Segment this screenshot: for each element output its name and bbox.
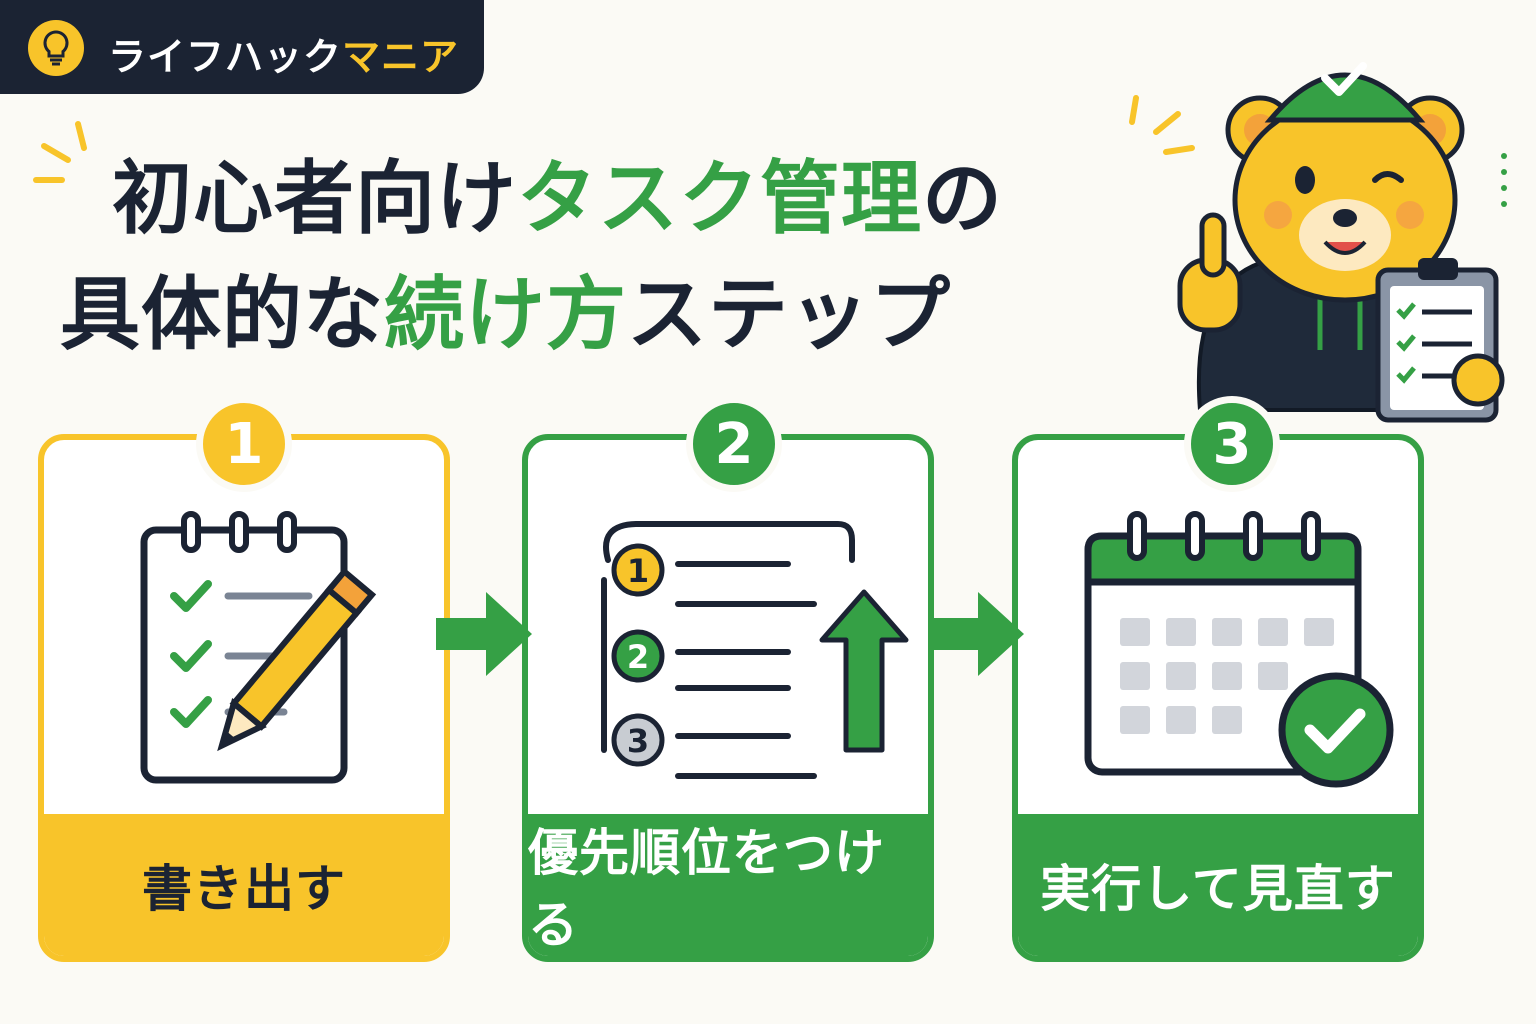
brand-name-part2: マニア [342, 35, 460, 79]
title-text: 具体的な [60, 268, 384, 361]
page-title-line2: 具体的な続け方ステップ [60, 250, 951, 366]
notepad-pencil-icon [140, 511, 377, 784]
spark-decoration [33, 121, 87, 183]
title-text: の [922, 152, 1003, 245]
title-text: ステップ [627, 268, 951, 361]
step-card-2: 1 2 3 優先順位をつける [522, 434, 934, 962]
step-number-badge: 1 [196, 396, 292, 492]
step-label: 実行して見直す [1018, 814, 1418, 956]
title-highlight: タスク管理 [517, 152, 922, 245]
step-number-badge: 3 [1184, 396, 1280, 492]
lightbulb-icon [28, 20, 84, 76]
title-text: 初心者向け [112, 152, 517, 245]
priority-number: 3 [627, 722, 649, 760]
priority-number: 2 [627, 638, 649, 676]
priority-list-icon: 1 2 3 [601, 521, 909, 779]
dots-decoration [1501, 153, 1507, 207]
title-highlight: 続け方 [384, 268, 627, 361]
step-label: 優先順位をつける [528, 814, 928, 956]
spark-decoration [1129, 95, 1195, 155]
calendar-check-icon [1084, 511, 1394, 788]
step-card-1: 書き出す [38, 434, 450, 962]
brand-name: ライフハックマニア [108, 26, 459, 81]
priority-number: 1 [627, 552, 649, 590]
step-card-3: 実行して見直す [1012, 434, 1424, 962]
arrow-right-icon [928, 592, 1024, 676]
bear-mascot-icon [1177, 62, 1505, 423]
step-label: 書き出す [44, 814, 444, 956]
step-number-badge: 2 [686, 396, 782, 492]
page-title-line1: 初心者向けタスク管理の [112, 134, 1003, 250]
arrow-right-icon [436, 592, 532, 676]
brand-name-part1: ライフハック [108, 35, 343, 79]
brand-bar: ライフハックマニア [0, 0, 484, 94]
